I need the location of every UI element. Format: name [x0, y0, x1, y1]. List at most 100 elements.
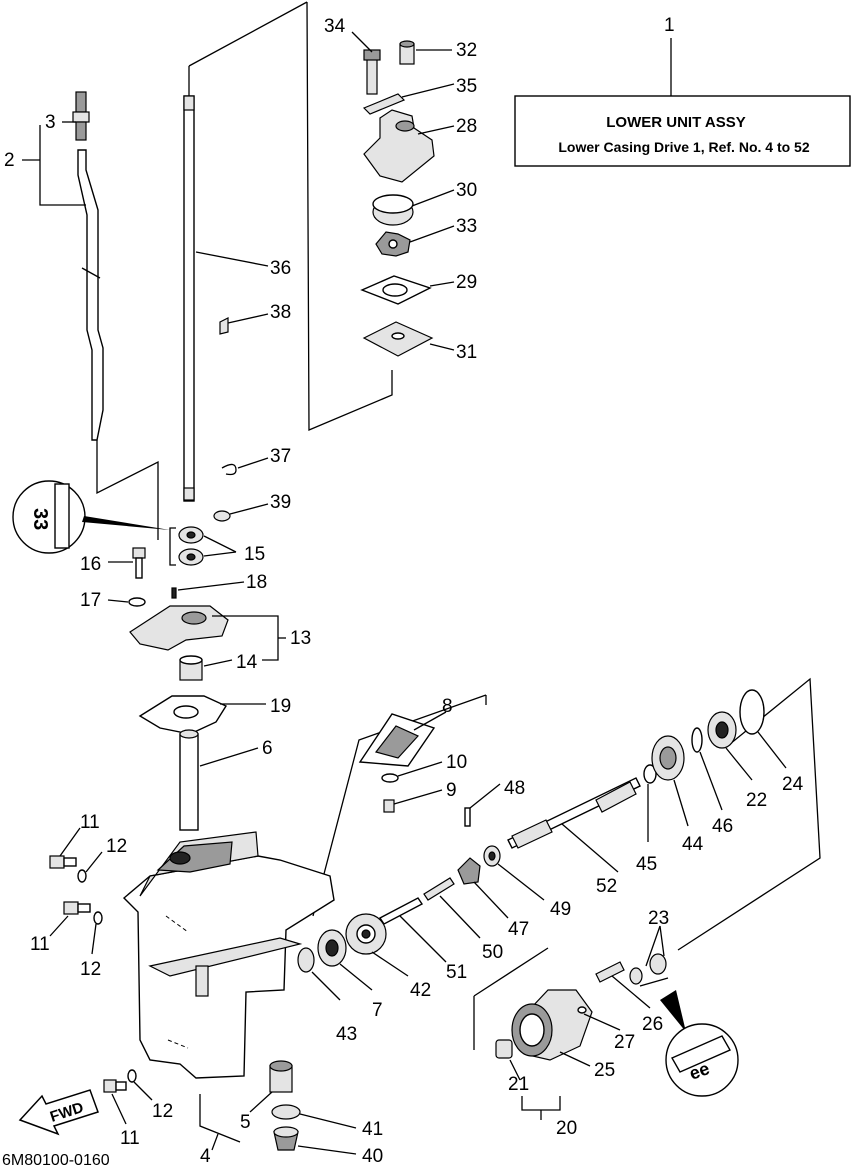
callout-15: 15	[244, 544, 265, 565]
grommet-23b	[649, 953, 667, 975]
casing-bolts: 11 12 11 12 11 12	[30, 812, 173, 1149]
badge-33-text: 33	[29, 508, 51, 530]
water-pump-assembly: 34 32 35 28 30 33 29 31	[324, 16, 477, 363]
callout-36: 36	[270, 258, 291, 279]
callout-40: 40	[362, 1146, 383, 1167]
lower-casing-body	[122, 855, 335, 1079]
callout-44: 44	[682, 834, 704, 855]
shift-plunger-51	[378, 897, 424, 925]
forward-direction-arrow: FWD	[18, 1089, 99, 1136]
callout-31: 31	[456, 342, 477, 363]
callout-33: 33	[456, 216, 477, 237]
group-outline-lines	[96, 1, 821, 1050]
callout-20: 20	[556, 1118, 577, 1139]
trim-tab-parts: 8 10 9	[358, 696, 467, 813]
callout-46: 46	[712, 816, 733, 837]
callout-28: 28	[456, 116, 477, 137]
pump-plate	[362, 93, 406, 115]
callout-38: 38	[270, 302, 291, 323]
callout-19: 19	[270, 696, 291, 717]
callout-1: 1	[664, 15, 675, 36]
callout-10: 10	[446, 752, 467, 773]
callout-37: 37	[270, 446, 291, 467]
pin-48	[464, 807, 471, 827]
callout-18: 18	[246, 572, 267, 593]
badge-pointer	[82, 516, 170, 530]
grommet-23a	[629, 967, 643, 985]
callout-30: 30	[456, 180, 477, 201]
washer-27	[577, 1006, 587, 1014]
lower-casing-4: 4	[122, 831, 335, 1167]
spring-50	[423, 877, 455, 901]
callout-6: 6	[262, 738, 273, 759]
callout-35: 35	[456, 76, 477, 97]
callout-45: 45	[636, 854, 657, 875]
drive-shaft-assembly: 36 38 37 39	[183, 95, 291, 522]
callout-26: 26	[642, 1014, 663, 1035]
callout-42: 42	[410, 980, 431, 1001]
gasket-19: 19	[138, 695, 291, 735]
shift-rod-grommet	[72, 111, 90, 123]
callout-51: 51	[446, 962, 467, 983]
anti-cavitation-plate	[148, 937, 303, 977]
callout-8: 8	[442, 696, 453, 717]
dog-clutch-47	[457, 857, 481, 885]
callout-23: 23	[648, 908, 669, 929]
drive-shaft-housing-body	[129, 605, 229, 651]
callout-52: 52	[596, 876, 617, 897]
callout-17: 17	[80, 590, 101, 611]
thrust-washer	[213, 510, 231, 522]
callout-29: 29	[456, 272, 477, 293]
callout-25: 25	[594, 1060, 615, 1081]
diagram-code: 6M80100-0160	[2, 1152, 110, 1169]
callout-11c: 11	[120, 1128, 140, 1149]
callout-2: 2	[4, 150, 15, 171]
shift-rod-assembly: 2 3	[4, 91, 104, 441]
drive-shaft	[183, 95, 195, 502]
callout-34: 34	[324, 16, 346, 37]
callout-12b: 12	[80, 959, 101, 980]
shim-43	[297, 947, 315, 973]
water-inlet-parts: 5 41 40	[240, 1060, 383, 1167]
callout-5: 5	[240, 1112, 251, 1133]
callout-39: 39	[270, 492, 291, 513]
pump-bolt	[366, 57, 378, 95]
callout-47: 47	[508, 919, 529, 940]
o-ring-24	[739, 689, 765, 735]
callout-7: 7	[372, 1000, 383, 1021]
callout-50: 50	[482, 942, 503, 963]
info-box-title: LOWER UNIT ASSY	[606, 114, 745, 131]
callout-4: 4	[200, 1146, 211, 1167]
callout-32: 32	[456, 40, 477, 61]
callout-14: 14	[236, 652, 258, 673]
callout-22: 22	[746, 790, 767, 811]
prop-shaft-housing-group: 25 21 20 27 26 23	[495, 908, 669, 1139]
lubricant-badge: ee	[660, 990, 739, 1097]
bolt-16-washer-17: 16 17	[80, 547, 146, 611]
sealant-badge: 33	[12, 480, 170, 554]
callout-48: 48	[504, 778, 525, 799]
callout-12a: 12	[106, 836, 127, 857]
drive-shaft-tube-6: 6	[179, 729, 273, 831]
callout-21: 21	[508, 1074, 529, 1095]
callout-11a: 11	[80, 812, 100, 833]
callout-16: 16	[80, 554, 101, 575]
bushing-21	[495, 1039, 513, 1059]
callout-13: 13	[290, 628, 311, 649]
callout-43: 43	[336, 1024, 357, 1045]
bolt-26	[595, 961, 625, 983]
callout-11b: 11	[30, 934, 50, 955]
woodruff-key	[219, 317, 229, 335]
pin-18	[171, 587, 177, 599]
callout-41: 41	[362, 1119, 383, 1140]
pump-housing	[363, 109, 435, 183]
circlip	[221, 463, 237, 476]
shift-rod-upper-nut	[75, 91, 87, 113]
shift-rod	[77, 149, 104, 441]
shim-46	[691, 727, 703, 753]
info-box-subtitle: Lower Casing Drive 1, Ref. No. 4 to 52	[558, 139, 810, 155]
callout-27: 27	[614, 1032, 635, 1053]
callout-9: 9	[446, 780, 457, 801]
drive-shaft-housing: 13 14	[129, 605, 311, 681]
